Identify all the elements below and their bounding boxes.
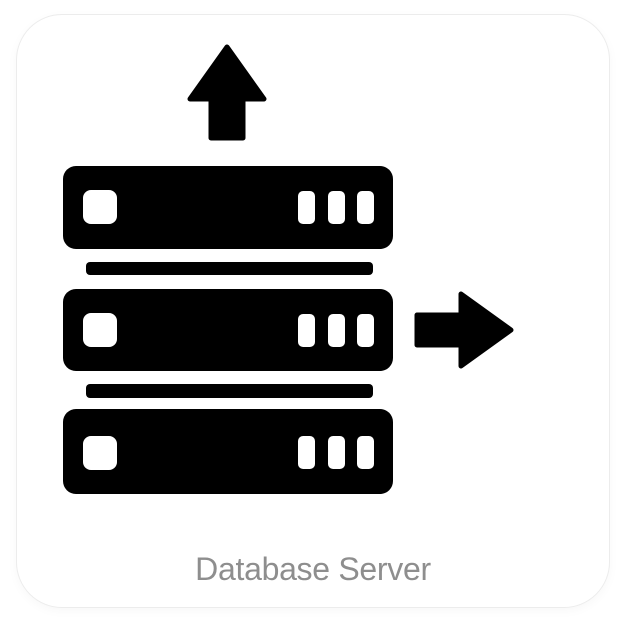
vent-slot-icon: [357, 314, 374, 347]
server-unit-1: [63, 166, 393, 249]
up-arrow-icon: [187, 44, 267, 141]
right-arrow-icon: [414, 291, 514, 369]
vent-slot-icon: [357, 191, 374, 224]
vent-slot-icon: [357, 436, 374, 469]
vent-slot-icon: [298, 436, 315, 469]
vent-slot-icon: [298, 314, 315, 347]
vent-slot-icon: [328, 436, 345, 469]
server-unit-3: [63, 409, 393, 494]
drive-bay-icon: [83, 436, 117, 470]
drive-bay-icon: [83, 313, 117, 347]
server-divider: [86, 262, 373, 275]
vent-slot-icon: [298, 191, 315, 224]
vent-slot-icon: [328, 314, 345, 347]
icon-label: Database Server: [195, 551, 431, 587]
server-divider: [86, 384, 373, 398]
drive-bay-icon: [83, 190, 117, 224]
vent-slot-icon: [328, 191, 345, 224]
server-unit-2: [63, 289, 393, 371]
